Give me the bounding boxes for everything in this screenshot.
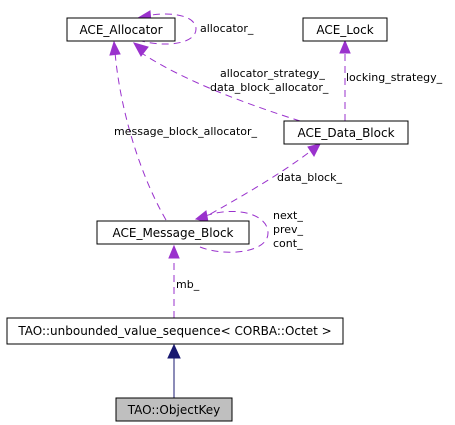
node-object-key-label: TAO::ObjectKey [127,403,221,417]
node-unbounded-value-sequence-label: TAO::unbounded_value_sequence< CORBA::Oc… [17,324,331,338]
edge-data-block-to-lock [339,39,351,121]
node-unbounded-value-sequence[interactable]: TAO::unbounded_value_sequence< CORBA::Oc… [6,317,344,345]
label-cont: cont_ [273,237,303,250]
edge-sequence-to-message-block [168,244,180,318]
node-ace-data-block-label: ACE_Data_Block [297,126,394,140]
label-message-block-allocator: message_block_allocator_ [114,125,258,138]
node-ace-message-block[interactable]: ACE_Message_Block [96,220,250,245]
edge-object-key-to-sequence [167,343,181,398]
edge-message-block-to-allocator [109,40,167,221]
label-allocator-self: allocator_ [200,22,254,35]
node-ace-data-block[interactable]: ACE_Data_Block [283,120,409,145]
node-ace-allocator-label: ACE_Allocator [79,23,162,37]
label-next: next_ [273,209,303,222]
label-locking-strategy: locking_strategy_ [346,71,443,84]
label-mb: mb_ [176,278,200,291]
edge-message-block-to-data-block [199,143,321,221]
label-allocator-strategy: allocator_strategy_ [220,67,325,80]
label-prev: prev_ [273,223,304,236]
node-object-key: TAO::ObjectKey [115,397,233,422]
label-data-block: data_block_ [277,171,342,184]
edge-data-block-to-allocator [132,42,301,122]
node-ace-allocator[interactable]: ACE_Allocator [66,17,176,42]
label-data-block-allocator: data_block_allocator_ [210,81,329,94]
node-ace-lock-label: ACE_Lock [316,23,373,37]
node-ace-message-block-label: ACE_Message_Block [112,226,233,240]
node-ace-lock[interactable]: ACE_Lock [302,17,388,42]
